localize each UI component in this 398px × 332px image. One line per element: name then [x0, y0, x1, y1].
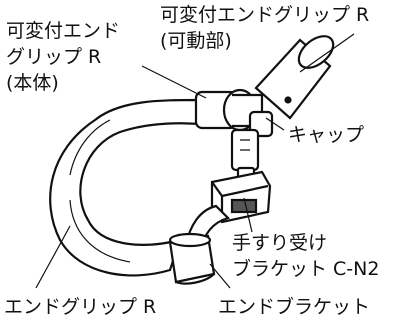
label-cap: キャップ	[288, 124, 365, 146]
label-adjustable-grip-movable-line2: (可動部)	[160, 30, 232, 52]
leader-lines	[35, 33, 355, 289]
end-bracket-part	[168, 232, 216, 285]
leader-end-bracket	[209, 263, 231, 289]
adjustable-grip-movable-part	[254, 35, 335, 120]
label-end-grip: エンドグリップ R	[4, 296, 157, 318]
leader-grip-movable	[299, 33, 355, 73]
u-shaped-grip-tube	[49, 98, 212, 277]
label-adjustable-grip-body-line3: (本体)	[6, 72, 59, 94]
leader-grip-body	[141, 65, 207, 99]
label-adjustable-grip-body-line1: 可変付エンド	[6, 20, 121, 42]
label-handrail-bracket-line2: ブラケット C-N2	[232, 258, 380, 280]
label-end-bracket: エンドブラケット	[218, 296, 371, 318]
leader-handrail-bracket	[243, 197, 253, 233]
handrail-bracket-part	[210, 170, 272, 224]
leader-cap	[265, 117, 285, 131]
leader-end-grip	[35, 225, 71, 289]
label-adjustable-grip-body-line2: グリップ R	[6, 46, 102, 68]
label-adjustable-grip-movable-line1: 可変付エンドグリップ R	[160, 4, 370, 26]
label-handrail-bracket-line1: 手すり受け	[232, 232, 328, 254]
cap-joint	[230, 110, 274, 184]
